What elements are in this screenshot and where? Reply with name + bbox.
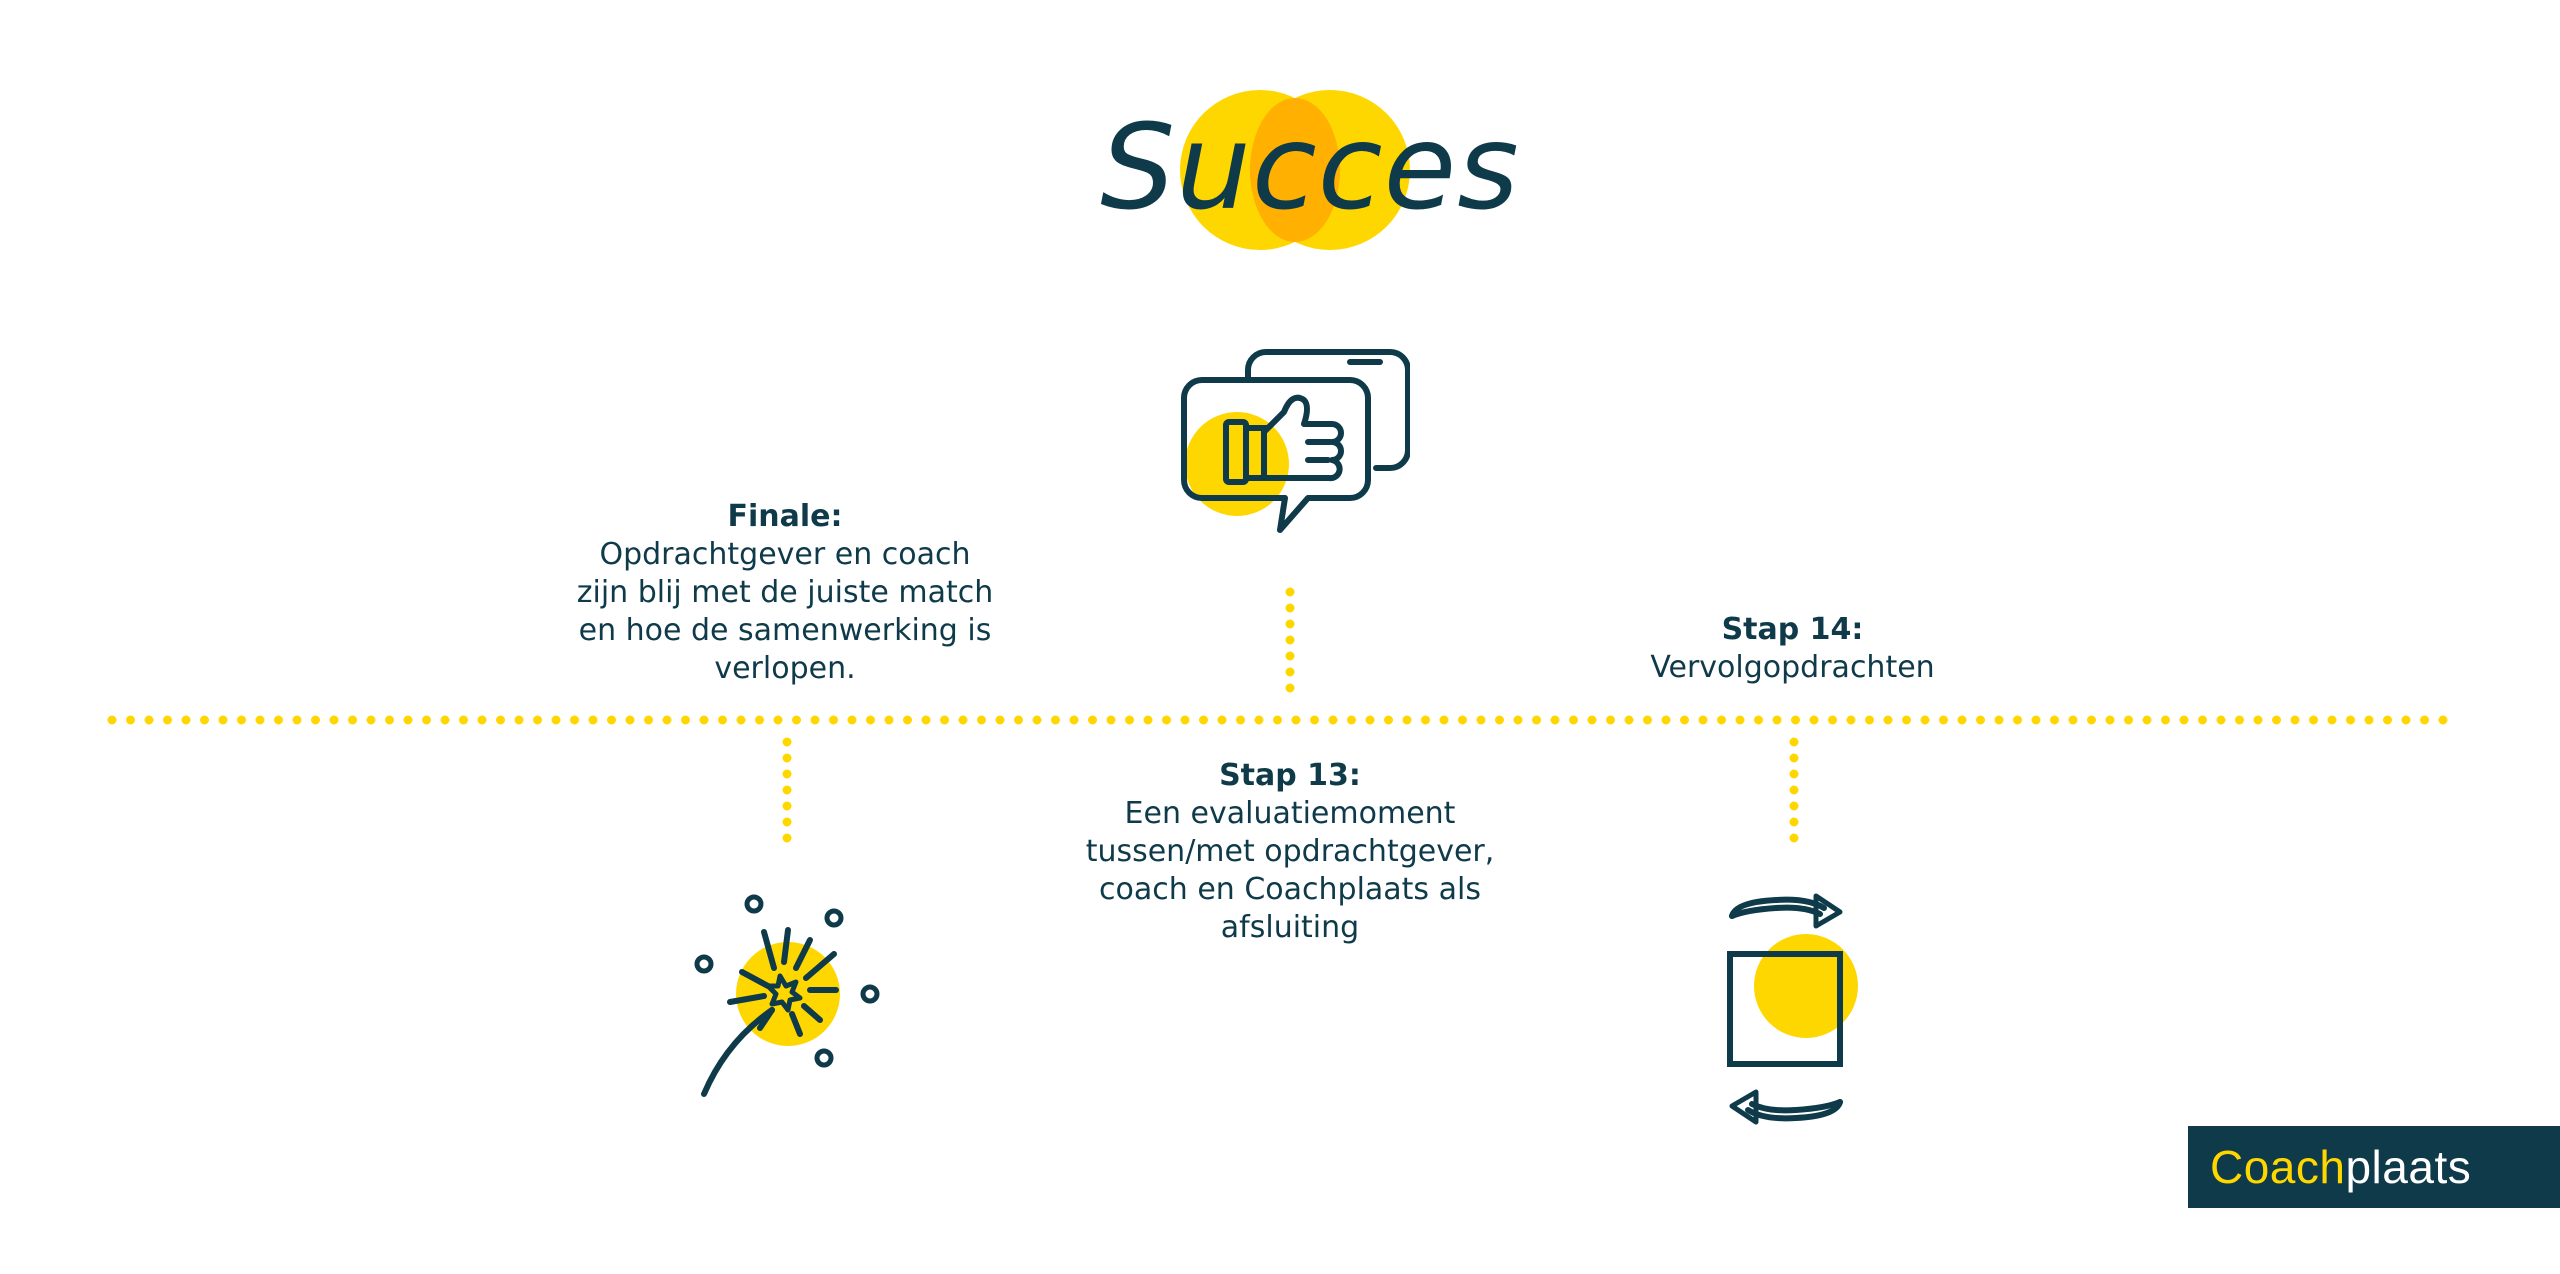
stap14-body: Vervolgopdrachten: [1650, 650, 1935, 685]
page-title: Succes: [1100, 98, 1520, 236]
finale-body: Opdrachtgever en coach zijn blij met de …: [576, 537, 994, 686]
thumbs-up-chat-icon: [1180, 340, 1410, 540]
stap13-heading: Stap 13:: [1219, 758, 1361, 793]
finale-text: Finale: Opdrachtgever en coach zijn blij…: [560, 498, 1010, 688]
repeat-cycle-icon: [1716, 886, 1866, 1126]
stap14-heading: Stap 14:: [1721, 612, 1864, 647]
stap13-text: Stap 13: Een evaluatiemoment tussen/met …: [1060, 757, 1520, 947]
stap14-text: Stap 14: Vervolgopdrachten: [1600, 611, 1985, 687]
logo-part-coach: Coach: [2210, 1141, 2346, 1193]
logo-part-plaats: plaats: [2345, 1141, 2472, 1193]
finale-heading: Finale:: [727, 499, 843, 534]
title-circles: [1180, 90, 1410, 250]
sparkler-icon: [688, 892, 888, 1102]
title-block: Succes: [1100, 70, 1520, 270]
stap13-body: Een evaluatiemoment tussen/met opdrachtg…: [1085, 796, 1495, 945]
